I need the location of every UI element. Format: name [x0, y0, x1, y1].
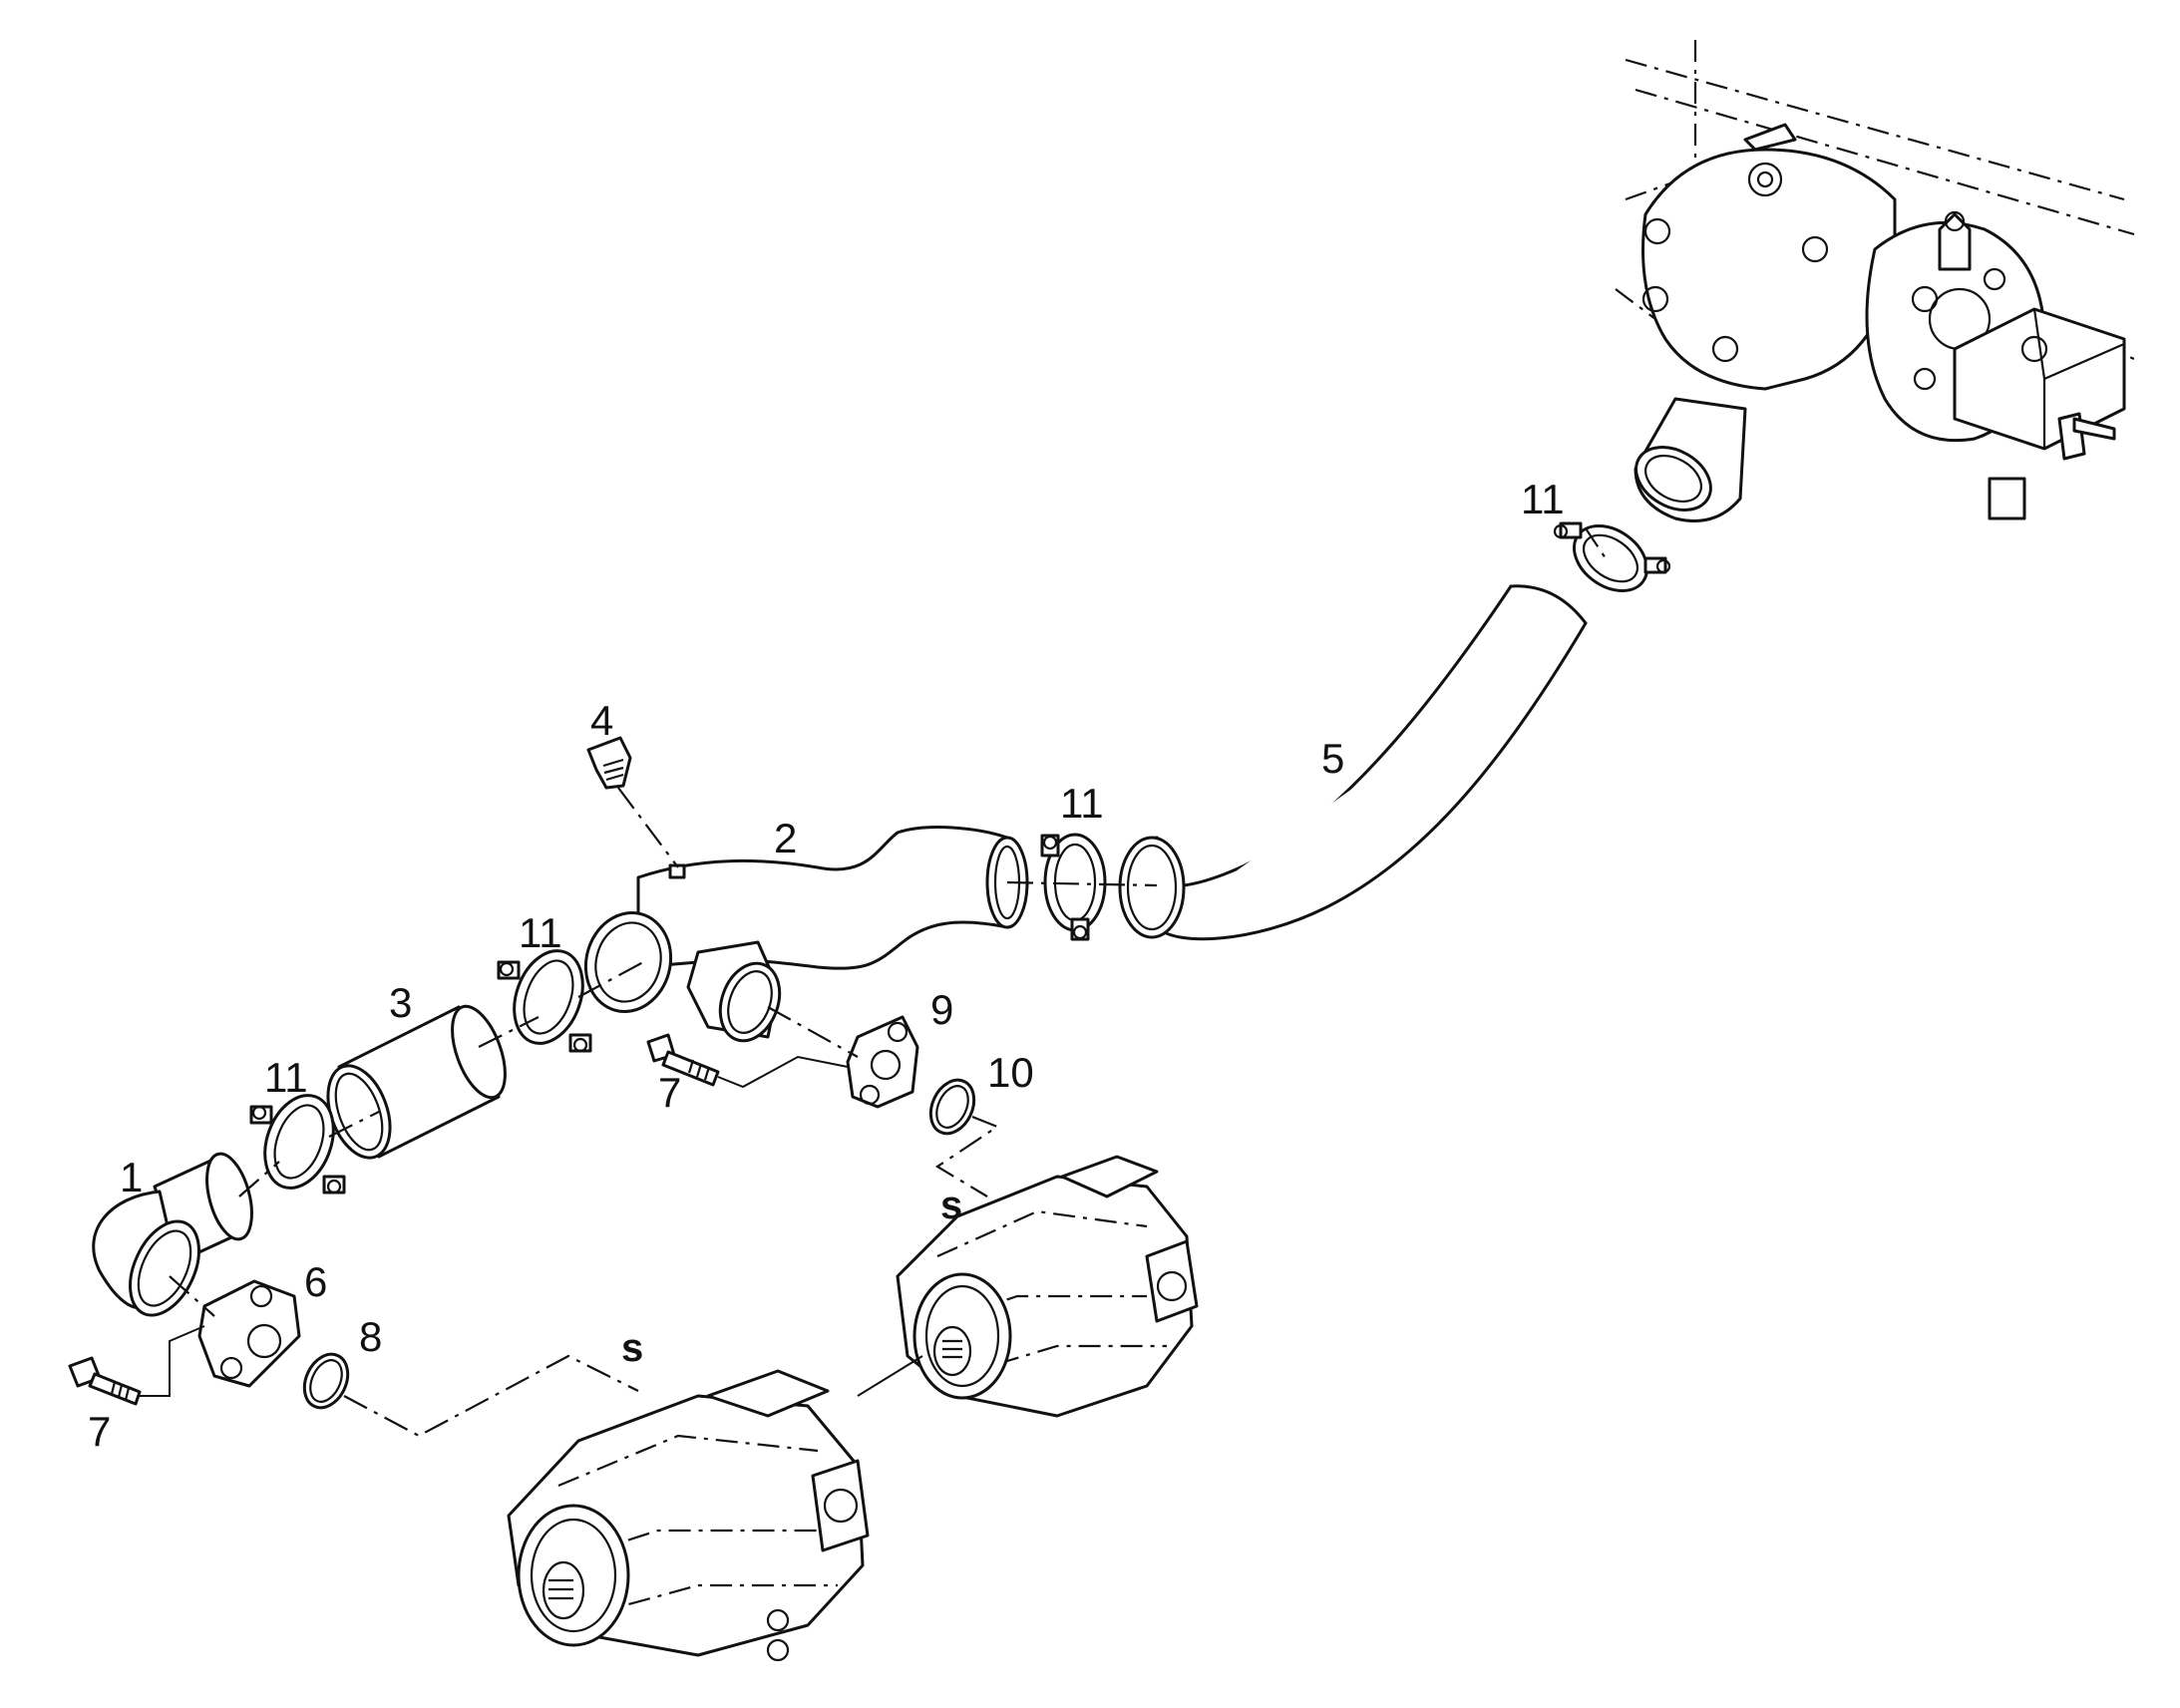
- hose-clamp-upper: [1553, 521, 1671, 592]
- hydraulic-pump-upper: [896, 1155, 1199, 1418]
- flange-6: [197, 1279, 301, 1388]
- hose-5: [1118, 527, 1607, 941]
- item-labels: 1 2 3 4 5 6 7 7 8 9 10 11 11 11 11 s s: [88, 476, 1565, 1455]
- label-part-11-top: 11: [1521, 476, 1565, 522]
- label-part-11-mid-left: 11: [519, 909, 562, 956]
- hose-clamp-mid-right: [1040, 833, 1107, 941]
- hose-clamp-lower-left: [249, 1094, 346, 1195]
- o-ring-8: [302, 1352, 350, 1410]
- label-part-10: 10: [987, 1049, 1034, 1096]
- label-suction-upper: s: [940, 1184, 962, 1227]
- plug-4: [586, 736, 679, 868]
- label-part-3: 3: [389, 979, 412, 1026]
- label-part-8: 8: [359, 1313, 382, 1360]
- flange-9: [846, 1015, 919, 1109]
- label-part-4: 4: [590, 697, 613, 744]
- label-part-11-mid-right: 11: [1060, 780, 1104, 827]
- label-part-6: 6: [304, 1258, 327, 1305]
- label-part-9: 9: [930, 986, 953, 1033]
- o-ring-10: [928, 1078, 976, 1136]
- label-part-7-upper: 7: [658, 1069, 681, 1116]
- label-suction-lower: s: [621, 1326, 643, 1370]
- connection-lines: [140, 880, 1158, 1438]
- label-part-5: 5: [1321, 735, 1344, 782]
- elbow-1: [92, 1152, 253, 1317]
- hose-3: [326, 1004, 507, 1160]
- bolt-7-lower: [68, 1356, 142, 1406]
- hydraulic-pump-lower: [507, 1369, 870, 1662]
- bolt-7-upper: [646, 1033, 720, 1087]
- transmission-housing: [1615, 40, 2135, 522]
- label-part-1: 1: [120, 1154, 143, 1200]
- label-part-2: 2: [774, 815, 797, 861]
- label-part-7-lower: 7: [88, 1408, 111, 1455]
- pipe-2: [583, 826, 1029, 1043]
- label-part-11-lower-left: 11: [264, 1054, 308, 1101]
